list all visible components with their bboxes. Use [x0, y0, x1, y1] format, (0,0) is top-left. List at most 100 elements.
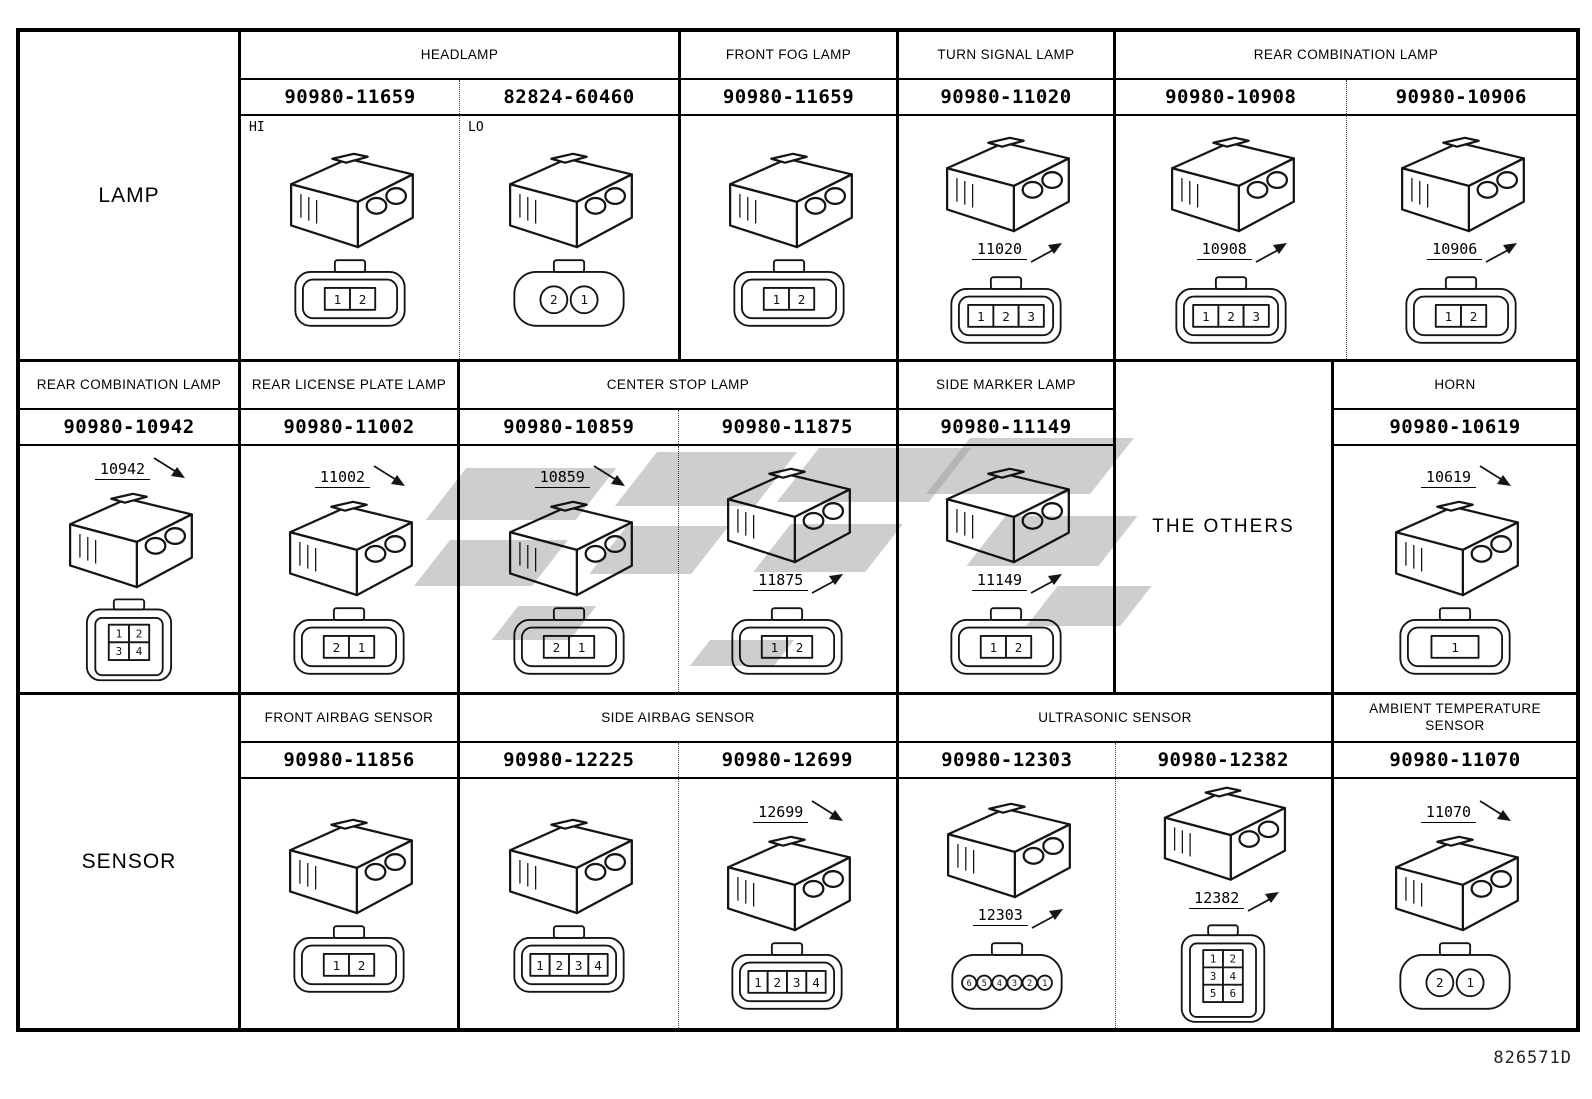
connector-iso-drawing — [945, 467, 1070, 564]
group-title: HEADLAMP — [241, 32, 678, 80]
connector-iso-drawing — [508, 152, 633, 249]
part-numbers-row: 90980-11856 — [241, 743, 457, 779]
connector-iso-drawing — [945, 136, 1070, 232]
part-numbers-row: 90980-11002 — [241, 410, 457, 446]
cavity-number: 3 — [1210, 969, 1216, 982]
cavity-number: 1 — [1042, 978, 1047, 988]
group-title-text: HORN — [1434, 376, 1476, 392]
group-title: HORN — [1334, 362, 1576, 410]
callout-label: 11002 — [314, 468, 371, 488]
cavity-number: 1 — [116, 627, 123, 640]
callout-arrow-icon — [1247, 891, 1280, 912]
callout-arrow-icon — [1030, 574, 1063, 594]
callout-arrow-icon — [1485, 242, 1518, 263]
callout-arrow-icon — [373, 465, 406, 486]
cavity-number: 1 — [1451, 640, 1459, 655]
connector-iso-drawing — [727, 835, 852, 931]
cavity-number: 4 — [594, 958, 602, 973]
part-number: 90980-10906 — [1345, 80, 1577, 114]
connector-iso-drawing — [1394, 500, 1519, 597]
group-title-text: HEADLAMP — [420, 46, 499, 62]
callout-label: 11020 — [971, 240, 1028, 260]
cavity-number: 1 — [1466, 974, 1474, 989]
cavity-number: 1 — [1202, 308, 1210, 323]
cavity-number: 2 — [1470, 308, 1478, 323]
connector-front-view: 1 — [1399, 607, 1511, 675]
part-number: 90980-11659 — [722, 86, 855, 108]
callout-label: 11875 — [753, 571, 809, 591]
part-number: 90980-10908 — [1165, 86, 1297, 108]
cavity-number: 3 — [793, 974, 801, 989]
callout-label: 12699 — [753, 803, 809, 823]
cavity-number: 3 — [1252, 308, 1260, 323]
part-number: 90980-10942 — [63, 416, 195, 438]
connector-iso-drawing — [288, 500, 413, 597]
callout-arrow-icon — [811, 574, 844, 594]
part-numbers-row: 90980-11070 — [1334, 743, 1576, 779]
cavity-number: 1 — [358, 640, 366, 655]
part-number: 90980-11149 — [940, 416, 1072, 438]
callout-label: 10942 — [94, 460, 151, 480]
group-title-text: FRONT AIRBAG SENSOR — [264, 709, 434, 725]
connector-iso-drawing — [728, 152, 853, 249]
part-number: 90980-11856 — [283, 749, 415, 771]
cavity-number: 1 — [754, 974, 762, 989]
group-title-text: REAR COMBINATION LAMP — [36, 376, 222, 392]
cavity-number: 2 — [359, 292, 367, 307]
cavity-number: 1 — [1210, 952, 1216, 965]
cavity-number: 2 — [333, 640, 341, 655]
part-callout: 10619 — [1420, 460, 1515, 488]
connector-iso-drawing — [289, 152, 414, 249]
cavity-number: 2 — [797, 292, 805, 307]
part-number: 90980-10619 — [1389, 416, 1521, 438]
group-title: SIDE MARKER LAMP — [899, 362, 1113, 410]
part-number: 90980-11659 — [284, 86, 416, 108]
cavity-number: 4 — [997, 978, 1002, 988]
cavity-number: 2 — [1230, 952, 1236, 965]
group-title: FRONT FOG LAMP — [681, 32, 896, 80]
part-number: 90980-12382 — [1114, 743, 1332, 777]
part-drawings-row: 10619 1 — [1334, 446, 1576, 692]
group-title: TURN SIGNAL LAMP — [899, 32, 1113, 80]
cavity-number: 3 — [1027, 308, 1035, 323]
row-label-cell: LAMP — [20, 32, 241, 362]
group-title: AMBIENT TEMPERATURE SENSOR — [1334, 695, 1576, 743]
